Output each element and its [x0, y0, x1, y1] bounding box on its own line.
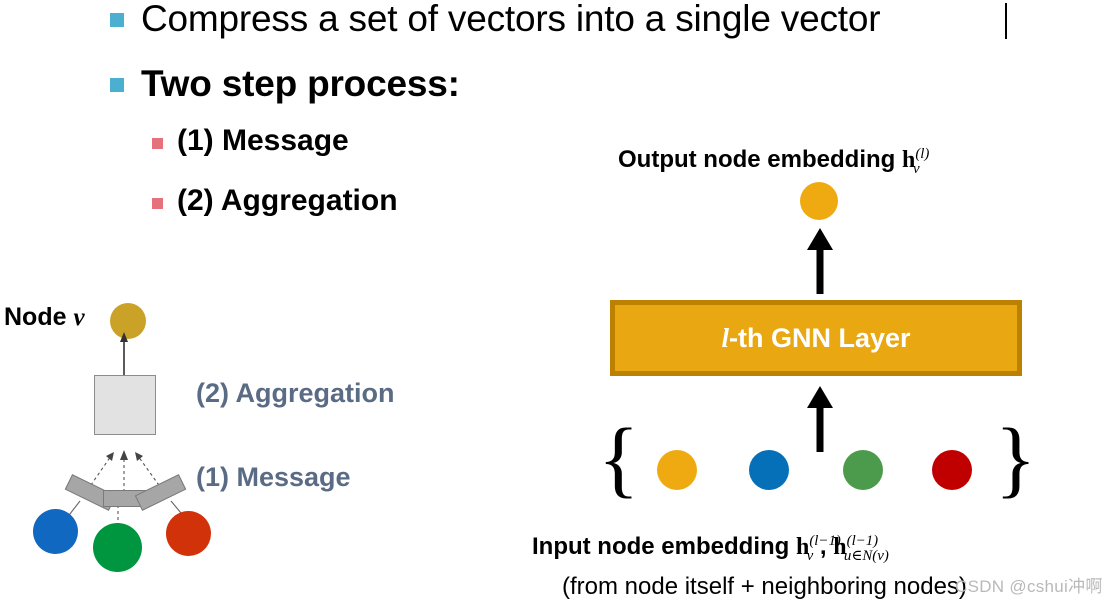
input-label-h2: h	[833, 534, 847, 560]
arrow-up-to-gnn-icon	[807, 386, 833, 452]
watermark: CSDN @cshui冲啊	[955, 577, 1103, 596]
bullet-text: (1) Message	[177, 124, 349, 157]
bullet-item-2: Two step process:	[110, 63, 460, 104]
input-label-text: Input node embedding	[532, 533, 796, 560]
bullet-item-1: Compress a set of vectors into a single …	[110, 0, 881, 39]
text-cursor	[1005, 3, 1007, 39]
brace-right: }	[995, 410, 1037, 506]
input-label-sup1: (l−1)	[809, 533, 841, 549]
bullet-text: (2) Aggregation	[177, 184, 398, 217]
gnn-layer-box: l-th GNN Layer	[610, 300, 1022, 376]
output-label-h: h	[901, 147, 916, 173]
step-label-aggregation: (2) Aggregation	[196, 378, 395, 408]
input-label-comma: ,	[813, 533, 834, 560]
aggregation-box	[94, 375, 156, 435]
node-v-label: Node v	[4, 303, 85, 332]
input-node-yellow	[657, 450, 697, 490]
input-label-sup2: (l−1)	[846, 533, 879, 549]
left-neighbor-node-blue	[33, 509, 78, 554]
node-v-label-prefix: Node	[4, 303, 74, 331]
gnn-layer-label: l-th GNN Layer	[721, 323, 910, 354]
step-label-message: (1) Message	[196, 462, 351, 492]
input-node-sublabel: (from node itself + neighboring nodes)	[562, 573, 967, 600]
bullet-marker-square-icon	[110, 13, 124, 27]
input-label-sub1: v	[806, 547, 814, 564]
output-label-text: Output node embedding	[618, 146, 902, 173]
input-node-red	[932, 450, 972, 490]
input-label-sub2: u∈N(v)	[843, 547, 889, 564]
left-neighbor-node-green	[93, 523, 142, 572]
brace-left: {	[598, 410, 640, 506]
bullet-item-4: (2) Aggregation	[152, 185, 398, 217]
left-neighbor-node-red	[166, 511, 211, 556]
gnn-layer-rest: -th GNN Layer	[728, 322, 911, 353]
left-center-node	[110, 303, 146, 339]
arrow-up-to-output-icon	[807, 228, 833, 294]
bullet-marker-square-icon	[152, 198, 163, 209]
gnn-layer-l: l	[721, 322, 729, 353]
output-node	[800, 182, 838, 220]
input-node-blue	[749, 450, 789, 490]
bullet-marker-square-icon	[152, 138, 163, 149]
bullet-text: Two step process:	[141, 63, 460, 104]
left-diagram-connectors	[65, 332, 187, 532]
input-label-h1: h	[795, 534, 810, 560]
output-label-sup: (l)	[915, 146, 930, 162]
output-label-sub: v	[913, 160, 920, 177]
input-node-embedding-label: Input node embedding h(l−1)v , h(l−1)u∈N…	[532, 533, 889, 565]
output-node-embedding-label: Output node embedding h(l)v	[618, 146, 929, 178]
input-node-green	[843, 450, 883, 490]
bullet-text: Compress a set of vectors into a single …	[141, 0, 881, 39]
bullet-item-3: (1) Message	[152, 125, 349, 157]
node-v-variable: v	[73, 304, 85, 331]
bullet-marker-square-icon	[110, 78, 124, 92]
